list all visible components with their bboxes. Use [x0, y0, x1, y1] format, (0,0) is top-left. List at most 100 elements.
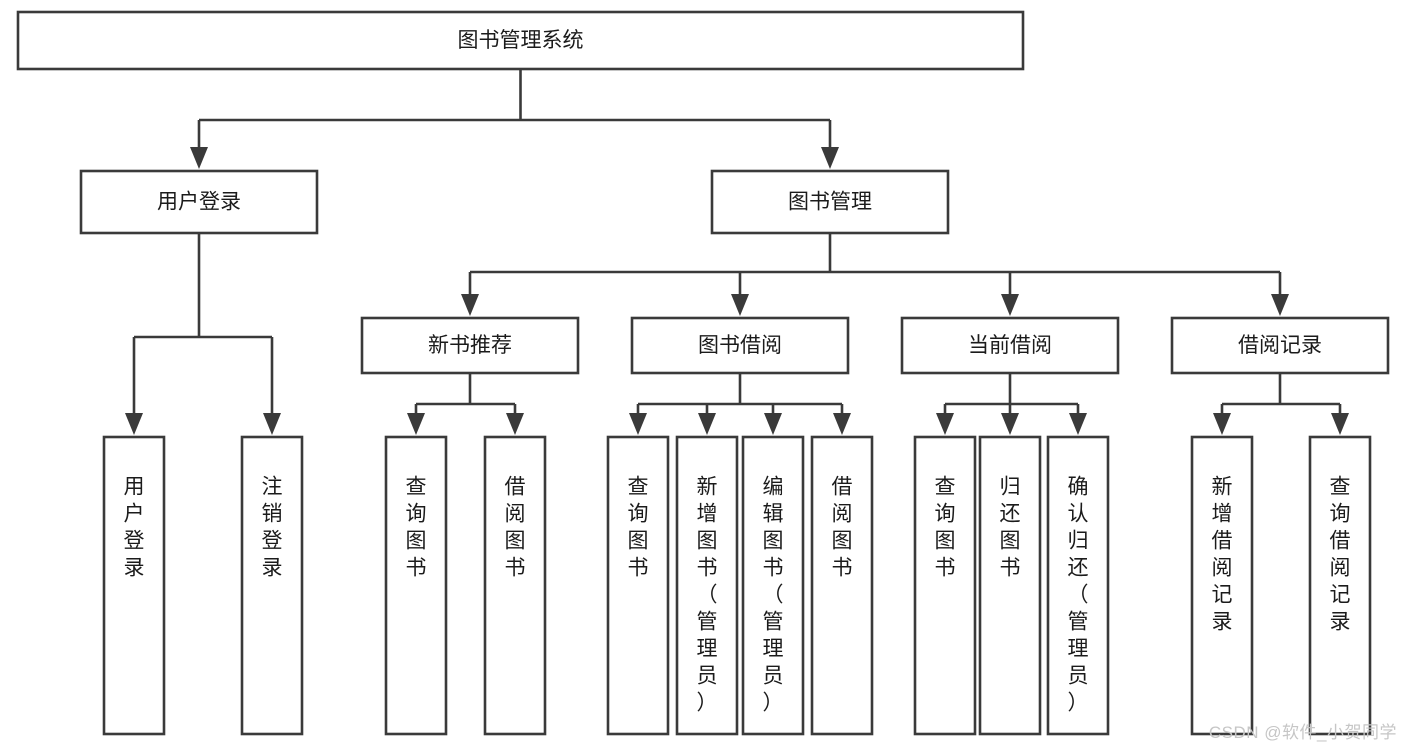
node-box-book-management[interactable] — [710, 169, 950, 235]
node-label-char: 书 — [763, 556, 784, 579]
arrow-head-icon — [506, 413, 524, 435]
node-label-char: 注 — [262, 475, 283, 498]
arrow-head-icon — [190, 147, 208, 169]
node-label-char: 书 — [697, 556, 718, 579]
node-label-user-login: 用户登录 — [157, 191, 241, 214]
node-box-leaf-query-book-recommend[interactable] — [384, 435, 448, 736]
arrow-head-icon — [731, 294, 749, 316]
node-box-leaf-confirm-return-admin[interactable] — [1046, 435, 1110, 736]
arrow-head-icon — [698, 413, 716, 435]
node-box-new-book-recommend[interactable] — [360, 316, 580, 375]
node-box-leaf-edit-book-admin[interactable] — [741, 435, 805, 736]
node-box-leaf-borrow-book[interactable] — [810, 435, 874, 736]
node-label-char: 录 — [1330, 610, 1351, 633]
node-label-char: 管 — [697, 610, 718, 633]
node-leaf-user-login[interactable]: 用户登录 — [102, 435, 166, 736]
arrow-head-icon — [1213, 413, 1231, 435]
node-label-char: 阅 — [505, 502, 526, 525]
node-box-leaf-return-book[interactable] — [978, 435, 1042, 736]
node-label-char: 阅 — [1330, 556, 1351, 579]
node-new-book-recommend[interactable]: 新书推荐 — [360, 316, 580, 375]
arrow-head-icon — [407, 413, 425, 435]
node-label-char: 归 — [1068, 529, 1089, 552]
node-label-char: 管 — [1068, 610, 1089, 633]
node-label-char: 用 — [124, 475, 145, 498]
node-label-char: 查 — [406, 475, 427, 498]
node-label-char: 记 — [1330, 583, 1351, 606]
node-label-book-borrow: 图书借阅 — [698, 334, 782, 357]
node-label-char: 理 — [1068, 637, 1089, 660]
node-label-borrow-record: 借阅记录 — [1238, 334, 1322, 357]
node-label-char: 书 — [935, 556, 956, 579]
arrow-head-icon — [1001, 294, 1019, 316]
node-label-char: 登 — [262, 529, 283, 552]
node-label-char: 图 — [697, 529, 718, 552]
node-user-login[interactable]: 用户登录 — [79, 169, 319, 235]
node-current-borrow[interactable]: 当前借阅 — [900, 316, 1120, 375]
arrow-head-icon — [936, 413, 954, 435]
node-label-new-book-recommend: 新书推荐 — [428, 334, 512, 357]
node-box-leaf-logout-login[interactable] — [240, 435, 304, 736]
node-box-borrow-record[interactable] — [1170, 316, 1390, 375]
node-label-char: 借 — [1330, 529, 1351, 552]
node-label-char: 编 — [763, 475, 784, 498]
node-label-char: 图 — [628, 529, 649, 552]
node-box-current-borrow[interactable] — [900, 316, 1120, 375]
node-label-char: 书 — [406, 556, 427, 579]
node-label-char: 图 — [1000, 529, 1021, 552]
node-box-leaf-query-book-borrow[interactable] — [606, 435, 670, 736]
node-box-leaf-borrow-book-recommend[interactable] — [483, 435, 547, 736]
node-borrow-record[interactable]: 借阅记录 — [1170, 316, 1390, 375]
node-box-book-borrow[interactable] — [630, 316, 850, 375]
node-label-char: 员 — [697, 664, 718, 687]
node-label-char: 查 — [1330, 475, 1351, 498]
node-label-char: 书 — [832, 556, 853, 579]
node-book-management[interactable]: 图书管理 — [710, 169, 950, 235]
node-box-leaf-add-borrow-record[interactable] — [1190, 435, 1254, 736]
node-label-char: 查 — [628, 475, 649, 498]
node-label-char: 管 — [763, 610, 784, 633]
node-label-char: 询 — [628, 502, 649, 525]
node-label-root: 图书管理系统 — [458, 29, 584, 52]
node-root[interactable]: 图书管理系统 — [16, 10, 1025, 71]
node-box-root[interactable] — [16, 10, 1025, 71]
node-label-char: 归 — [1000, 475, 1021, 498]
node-box-leaf-user-login[interactable] — [102, 435, 166, 736]
node-book-borrow[interactable]: 图书借阅 — [630, 316, 850, 375]
node-label-char: 查 — [935, 475, 956, 498]
node-box-user-login[interactable] — [79, 169, 319, 235]
node-label-char: 理 — [763, 637, 784, 660]
arrow-head-icon — [1331, 413, 1349, 435]
node-box-leaf-add-book-admin[interactable] — [675, 435, 739, 736]
arrow-head-icon — [1069, 413, 1087, 435]
node-label-char: 还 — [1068, 556, 1089, 579]
node-label-char: 还 — [1000, 502, 1021, 525]
node-label-char: 询 — [935, 502, 956, 525]
watermark-label: CSDN @软件_小贺同学 — [1208, 723, 1397, 742]
node-label-char: 图 — [832, 529, 853, 552]
node-label-book-management: 图书管理 — [788, 191, 872, 214]
node-box-leaf-query-borrow-record[interactable] — [1308, 435, 1372, 736]
node-label-char: 录 — [1212, 610, 1233, 633]
arrow-head-icon — [461, 294, 479, 316]
node-label-char: 借 — [505, 475, 526, 498]
node-box-leaf-query-book-current[interactable] — [913, 435, 977, 736]
node-label-char: 图 — [763, 529, 784, 552]
node-label-char: 理 — [697, 637, 718, 660]
node-label-char: 登 — [124, 529, 145, 552]
arrow-head-icon — [263, 413, 281, 435]
